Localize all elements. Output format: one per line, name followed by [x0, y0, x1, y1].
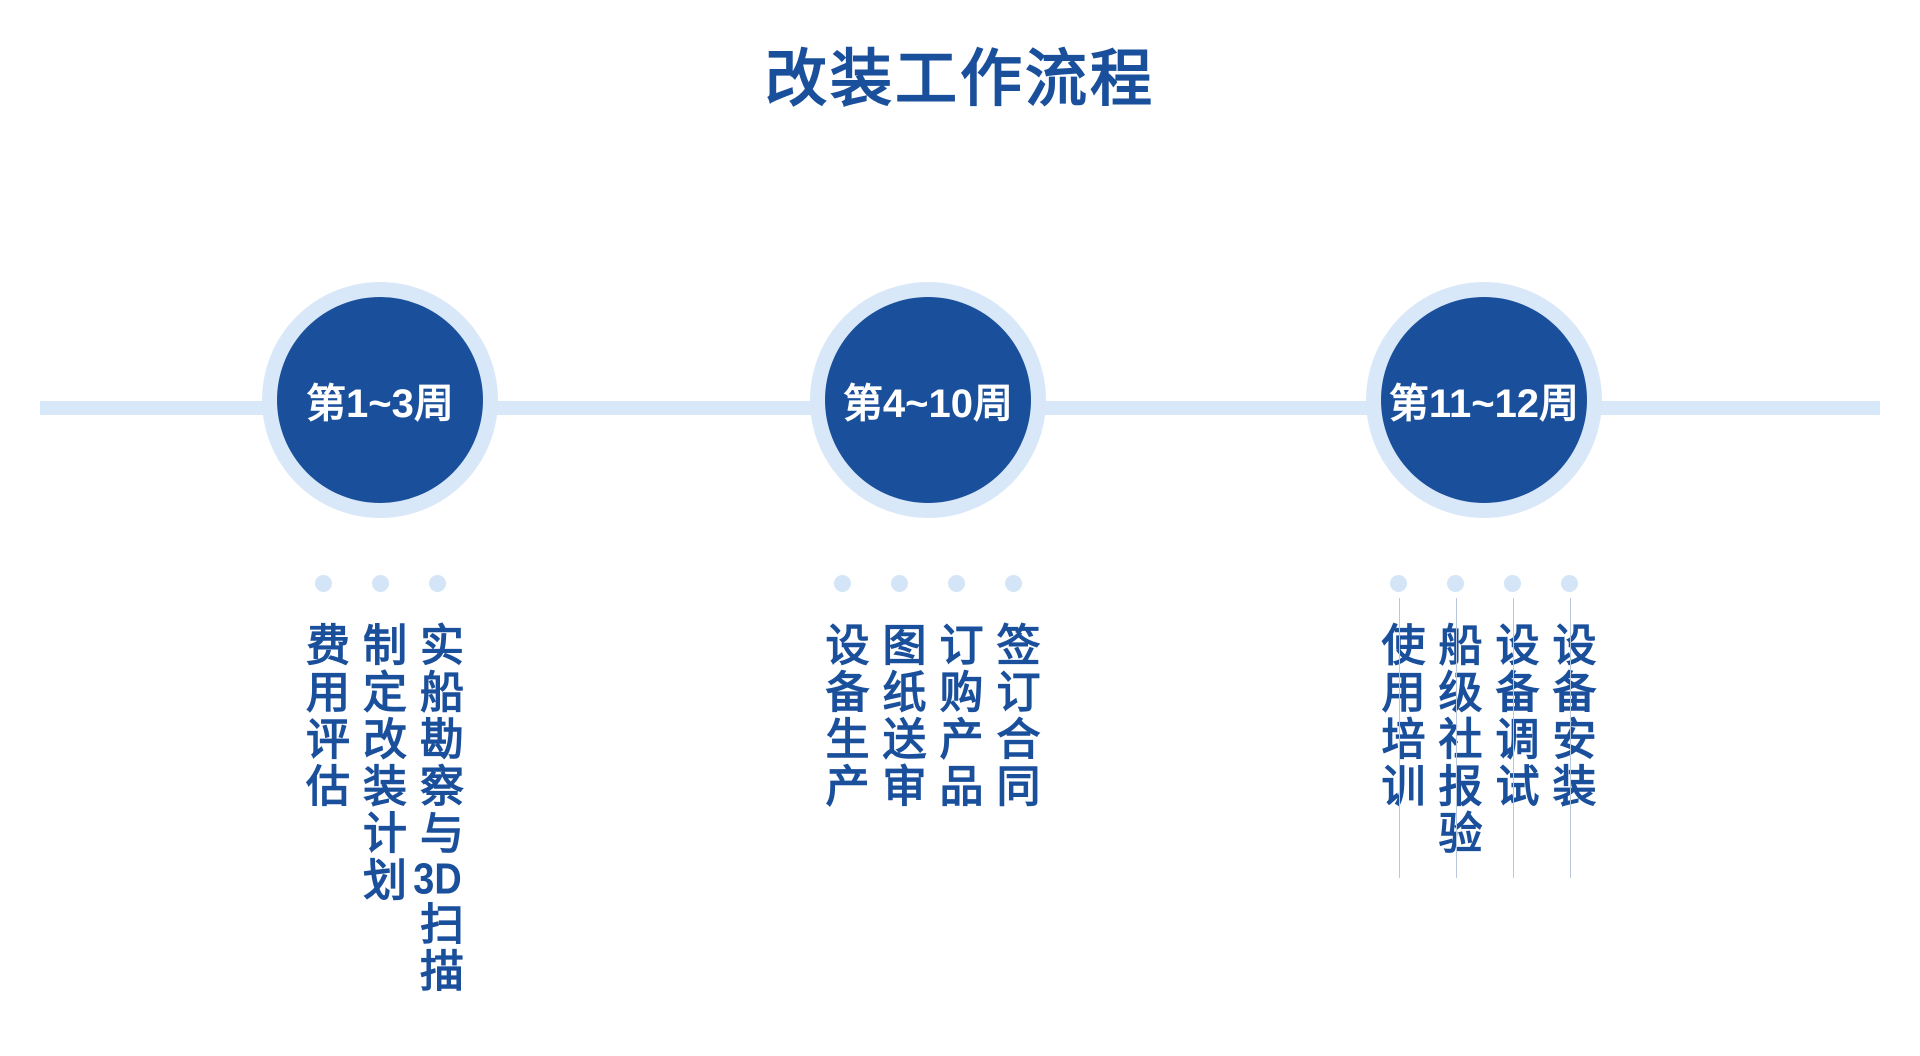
timeline-stage-1: 第1~3周实船勘察与3D扫描制定改装计划费用评估: [210, 0, 550, 1056]
stage-week-circle: 第4~10周: [810, 282, 1046, 518]
stage-tasks: 设备安装设备调试船级社报验使用培训: [1314, 598, 1654, 878]
dot-icon: [1005, 575, 1022, 592]
task-item: 费用评估: [299, 622, 348, 810]
timeline-stage-3: 第11~12周设备安装设备调试船级社报验使用培训: [1314, 0, 1654, 1056]
page-title: 改装工作流程: [764, 45, 1155, 114]
stage-dots: [210, 575, 550, 592]
task-item: 实船勘察与3D扫描: [413, 622, 462, 995]
stage-dots: [1314, 575, 1654, 592]
dot-icon: [428, 575, 446, 592]
dot-icon: [1504, 575, 1521, 592]
dot-icon: [1447, 575, 1464, 592]
dot-icon: [1561, 575, 1578, 592]
timeline-stage-2: 第4~10周签订合同订购产品图纸送审设备生产: [758, 0, 1098, 1056]
task-item: 设备生产: [818, 622, 868, 810]
dot-icon: [834, 575, 851, 592]
dot-icon: [891, 575, 908, 592]
task-item: 图纸送审: [875, 622, 925, 810]
dot-icon: [948, 575, 965, 592]
latin-combined-text: 3D: [413, 857, 462, 901]
stage-week-label: 第11~12周: [1388, 382, 1580, 426]
stage-tasks: 实船勘察与3D扫描制定改装计划费用评估: [210, 622, 550, 995]
stage-dots: [758, 575, 1098, 592]
stage-week-circle: 第11~12周: [1366, 282, 1602, 518]
dot-icon: [371, 575, 389, 592]
stage-week-label: 第1~3周: [306, 382, 454, 426]
dot-icon: [1390, 575, 1407, 592]
stage-week-circle: 第1~3周: [262, 282, 498, 518]
task-item: 签订合同: [989, 622, 1039, 810]
task-item: 订购产品: [932, 622, 982, 810]
task-item: 设备调试: [1489, 598, 1538, 878]
task-item: 设备安装: [1546, 598, 1595, 878]
dot-icon: [314, 575, 332, 592]
stage-week-label: 第4~10周: [842, 382, 1014, 426]
stage-tasks: 签订合同订购产品图纸送审设备生产: [758, 622, 1098, 810]
task-item: 使用培训: [1375, 598, 1424, 878]
task-item: 船级社报验: [1431, 598, 1481, 878]
task-item: 制定改装计划: [356, 622, 405, 904]
